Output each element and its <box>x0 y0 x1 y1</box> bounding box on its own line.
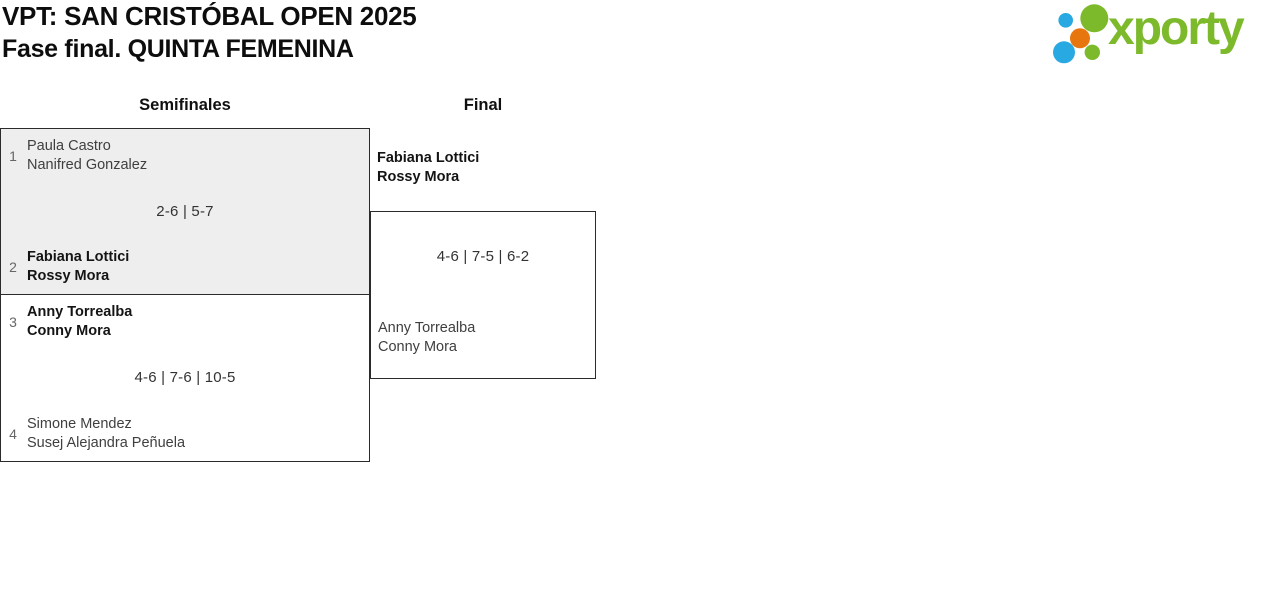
xporty-wordmark: xporty <box>1108 2 1245 55</box>
player-name: Fabiana Lottici <box>377 150 480 166</box>
seed-number: 4 <box>9 426 17 442</box>
final-loser-team: Anny Torrealba Conny Mora <box>378 319 475 357</box>
player-name: Susej Alejandra Peñuela <box>27 435 186 451</box>
round-label-final: Final <box>463 96 503 114</box>
team-players: Simone Mendez Susej Alejandra Peñuela <box>27 415 185 453</box>
player-name: Rossy Mora <box>377 169 460 185</box>
player-name: Rossy Mora <box>27 268 110 284</box>
team-players: Paula Castro Nanifred Gonzalez <box>27 137 147 175</box>
seed-number: 2 <box>9 259 17 275</box>
team-players-winner: Anny Torrealba Conny Mora <box>27 303 132 341</box>
seed-number: 3 <box>9 314 17 330</box>
match-score: 2-6 | 5-7 <box>156 203 214 220</box>
final-winner-team: Fabiana Lottici Rossy Mora <box>377 149 479 187</box>
team-row: 3 Anny Torrealba Conny Mora <box>8 303 132 341</box>
player-name: Conny Mora <box>27 323 111 339</box>
team-row: 4 Simone Mendez Susej Alejandra Peñuela <box>8 415 185 453</box>
xporty-dots-icon <box>1053 4 1109 64</box>
xporty-logo[interactable]: xporty <box>1048 0 1278 70</box>
player-name: Nanifred Gonzalez <box>27 157 148 173</box>
player-name: Simone Mendez <box>27 416 132 432</box>
match-final: 4-6 | 7-5 | 6-2 Anny Torrealba Conny Mor… <box>370 211 596 379</box>
match-score: 4-6 | 7-5 | 6-2 <box>436 248 530 265</box>
tournament-title: VPT: SAN CRISTÓBAL OPEN 2025 <box>2 1 417 31</box>
match-semifinal-2: 3 Anny Torrealba Conny Mora 4-6 | 7-6 | … <box>0 295 370 462</box>
player-name: Conny Mora <box>378 339 457 355</box>
team-players-winner: Fabiana Lottici Rossy Mora <box>27 248 129 286</box>
tournament-subtitle: Fase final. QUINTA FEMENINA <box>2 35 354 63</box>
match-semifinal-1: 1 Paula Castro Nanifred Gonzalez 2-6 | 5… <box>0 128 370 295</box>
player-name: Anny Torrealba <box>27 304 133 320</box>
team-row: 1 Paula Castro Nanifred Gonzalez <box>8 137 147 175</box>
seed-number: 1 <box>9 148 17 164</box>
player-name: Fabiana Lottici <box>27 249 130 265</box>
match-score: 4-6 | 7-6 | 10-5 <box>134 369 236 386</box>
round-label-semifinals: Semifinales <box>139 96 231 114</box>
player-name: Anny Torrealba <box>378 320 476 336</box>
player-name: Paula Castro <box>27 138 111 154</box>
team-row: 2 Fabiana Lottici Rossy Mora <box>8 248 129 286</box>
